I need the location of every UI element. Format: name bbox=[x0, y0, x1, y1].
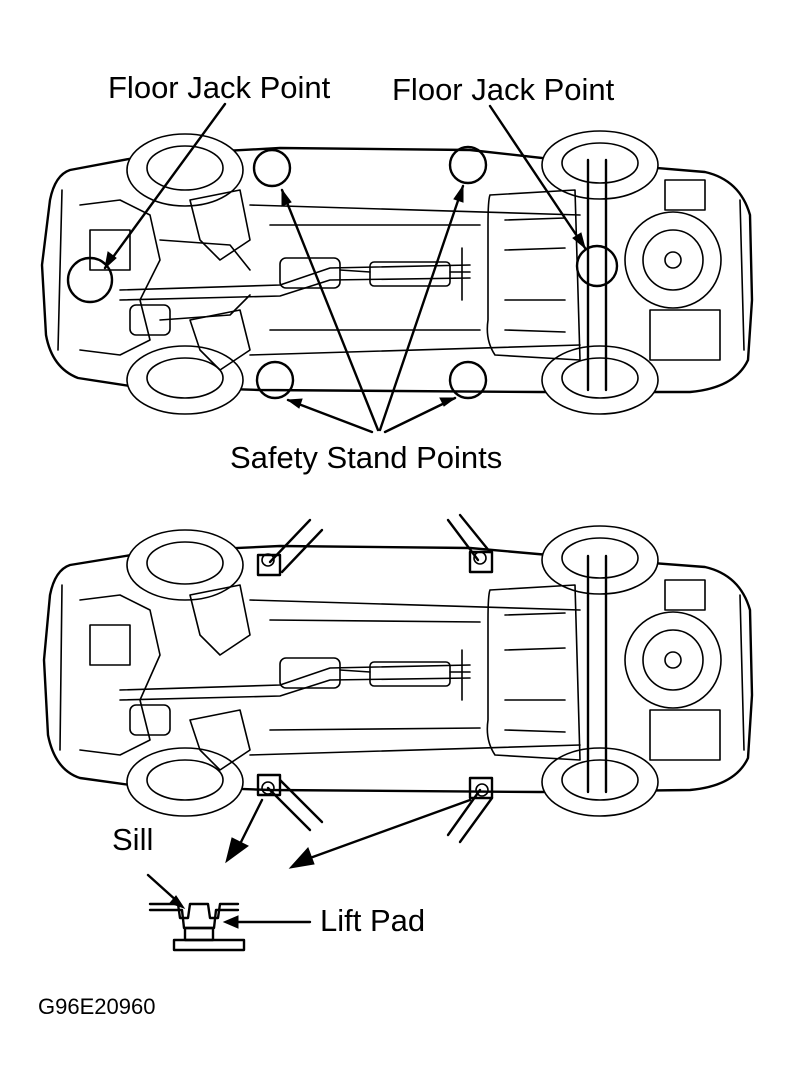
stand-point-rear-left bbox=[448, 145, 488, 185]
stand-point-front-right bbox=[255, 360, 295, 400]
lift-arm-front-right bbox=[256, 773, 324, 832]
vehicle-top bbox=[40, 130, 754, 415]
lift-arm-front-left bbox=[256, 518, 324, 577]
lift-pad-detail bbox=[146, 873, 312, 952]
top-wheel-rear-right bbox=[541, 345, 659, 415]
bottom-wheel-front-right bbox=[126, 747, 244, 817]
stand-point-rear-right bbox=[448, 360, 488, 400]
lift-arm-rear-left bbox=[446, 513, 494, 574]
floor-jack-label-left: Floor Jack Point bbox=[108, 70, 331, 105]
sill-label: Sill bbox=[112, 822, 154, 857]
figure-code: G96E20960 bbox=[38, 994, 156, 1019]
top-wheel-front-left bbox=[126, 133, 244, 207]
top-wheel-front-right bbox=[126, 345, 244, 415]
lift-arm-rear-right bbox=[446, 776, 494, 844]
detail-arrows bbox=[225, 798, 472, 869]
front-jack-point-circle bbox=[66, 256, 114, 304]
bottom-wheel-rear-left bbox=[541, 525, 659, 595]
top-pointers bbox=[103, 102, 587, 434]
bottom-wheel-rear-right bbox=[541, 747, 659, 817]
rear-jack-point-circle bbox=[575, 244, 619, 288]
lift-pad-label: Lift Pad bbox=[320, 903, 426, 938]
floor-jack-label-right: Floor Jack Point bbox=[392, 72, 615, 107]
bottom-wheel-front-left bbox=[126, 529, 244, 601]
safety-stand-label: Safety Stand Points bbox=[230, 440, 503, 475]
top-wheel-rear-left bbox=[541, 130, 659, 200]
vehicle-bottom bbox=[42, 513, 754, 844]
stand-point-front-left bbox=[252, 148, 292, 188]
